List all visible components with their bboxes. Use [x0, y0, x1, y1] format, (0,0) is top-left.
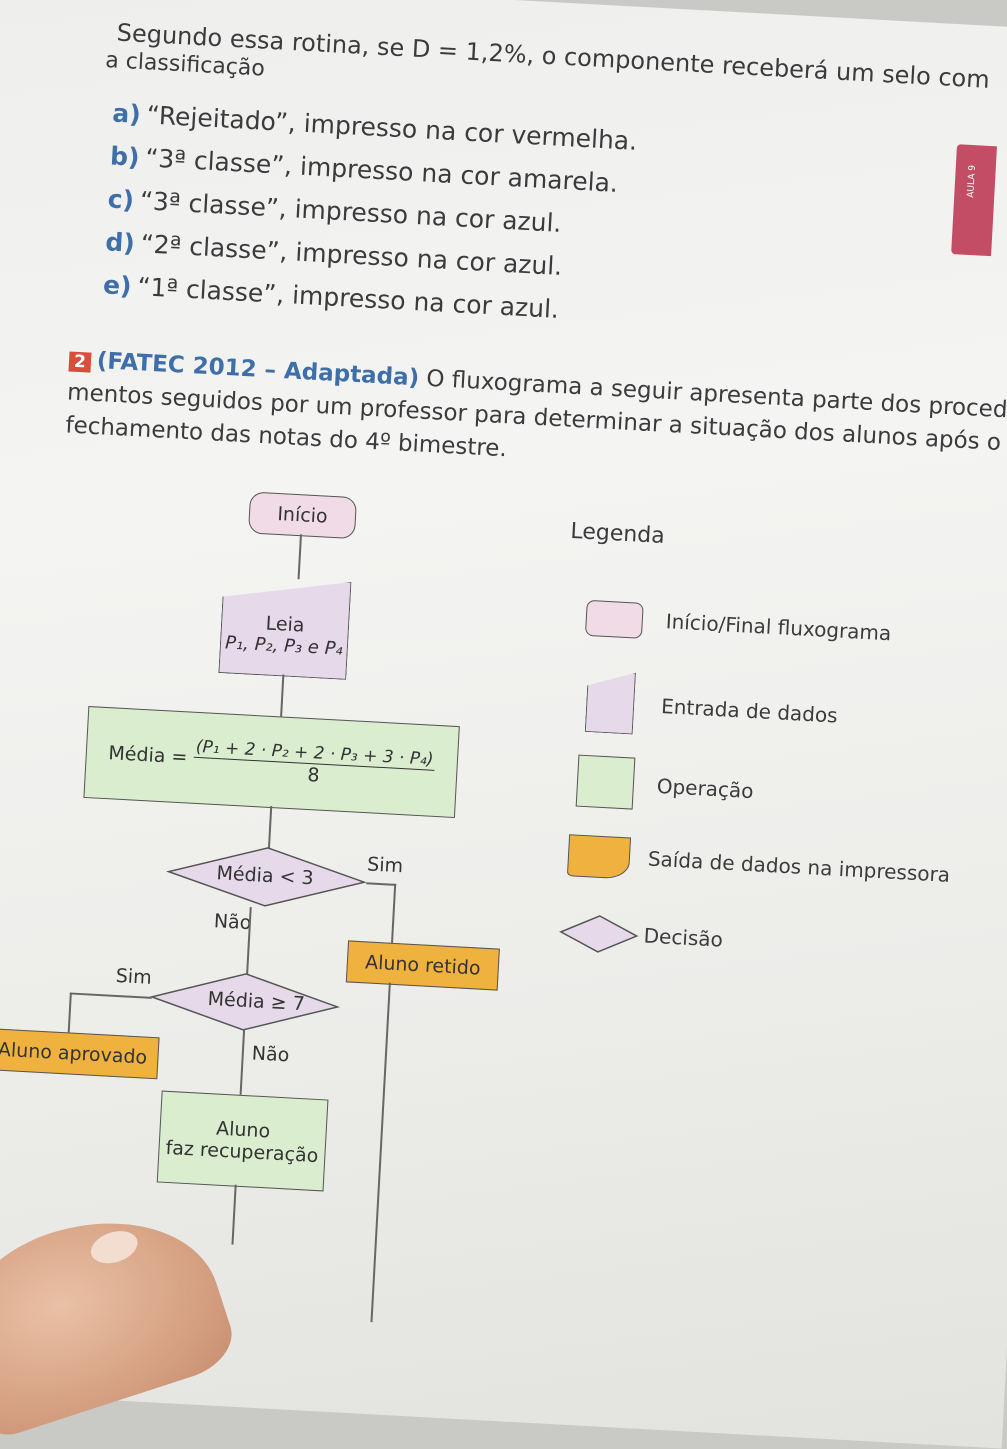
operation-node: Média = (P₁ + 2 · P₂ + 2 · P₃ + 3 · P₄) … [83, 706, 460, 819]
connector [231, 1184, 237, 1245]
decision1-no: Não [213, 910, 252, 935]
legend-item-operation: Operação [656, 773, 755, 804]
denominator: 8 [306, 763, 321, 787]
connector [239, 1029, 246, 1095]
option-text: “3ª classe”, impresso na cor azul. [139, 186, 563, 238]
input-node: Leia P₁, P₂, P₃ e P₄ [218, 575, 351, 680]
connector [370, 982, 391, 1323]
side-tab-label: AULA 9 [966, 164, 978, 199]
connector [390, 883, 397, 944]
legend-decision-shape [559, 915, 639, 953]
recuperacao-line2: faz recuperação [165, 1136, 319, 1168]
legend-item-input: Entrada de dados [660, 694, 839, 728]
option-letter: c) [107, 184, 135, 215]
input-line2: P₁, P₂, P₃ e P₄ [224, 631, 344, 660]
fraction: (P₁ + 2 · P₂ + 2 · P₃ + 3 · P₄) 8 [192, 736, 436, 792]
fingernail [86, 1225, 142, 1269]
decision-media-menor-3 [165, 847, 367, 907]
recuperacao-line1: Aluno [215, 1117, 271, 1143]
legend-item-output: Saída de dados na impressora [647, 846, 951, 887]
output-aprovado: Aluno aprovado [0, 1028, 160, 1080]
output-retido: Aluno retido [345, 940, 500, 991]
legend-output-shape [566, 834, 632, 880]
operation-recuperacao: Aluno faz recuperação [156, 1090, 329, 1192]
decision2-yes: Sim [115, 964, 153, 989]
operation-prefix: Média = [107, 742, 188, 769]
legend: Legenda Início/Final fluxograma Entrada … [0, 0, 1007, 953]
decision1-yes: Sim [366, 853, 404, 878]
connector [267, 806, 273, 852]
option-letter: a) [111, 98, 142, 129]
legend-input-shape [585, 670, 636, 735]
flowchart: Início Leia P₁, P₂, P₃ e P₄ Média = (P₁ … [0, 0, 1007, 1323]
option-c[interactable]: c)“3ª classe”, impresso na cor azul. [107, 184, 562, 238]
option-d[interactable]: d)“2ª classe”, impresso na cor azul. [105, 227, 563, 281]
legend-terminal-shape [584, 599, 644, 639]
option-text: “1ª classe”, impresso na cor azul. [136, 272, 560, 324]
option-letter: d) [104, 227, 136, 258]
connector [366, 882, 397, 886]
connector [69, 992, 152, 999]
connector [297, 534, 302, 580]
legend-item-decision: Decisão [643, 923, 724, 952]
option-text: “2ª classe”, impresso na cor azul. [140, 229, 563, 281]
legend-item-terminal: Início/Final fluxograma [665, 609, 892, 646]
option-letter: b) [109, 141, 141, 172]
legend-title: Legenda [569, 518, 666, 549]
option-e[interactable]: e)“1ª classe”, impresso na cor azul. [102, 270, 559, 324]
connector [67, 992, 72, 1033]
input-line1: Leia [265, 612, 306, 637]
side-tab: AULA 9 [951, 144, 997, 257]
decision-media-maior-igual-7 [149, 973, 341, 1031]
decision2-no: Não [251, 1042, 290, 1067]
connector [280, 674, 285, 717]
question-number-badge: 2 [68, 351, 92, 373]
start-node: Início [247, 491, 358, 540]
option-letter: e) [102, 270, 133, 301]
legend-operation-shape [575, 754, 636, 810]
